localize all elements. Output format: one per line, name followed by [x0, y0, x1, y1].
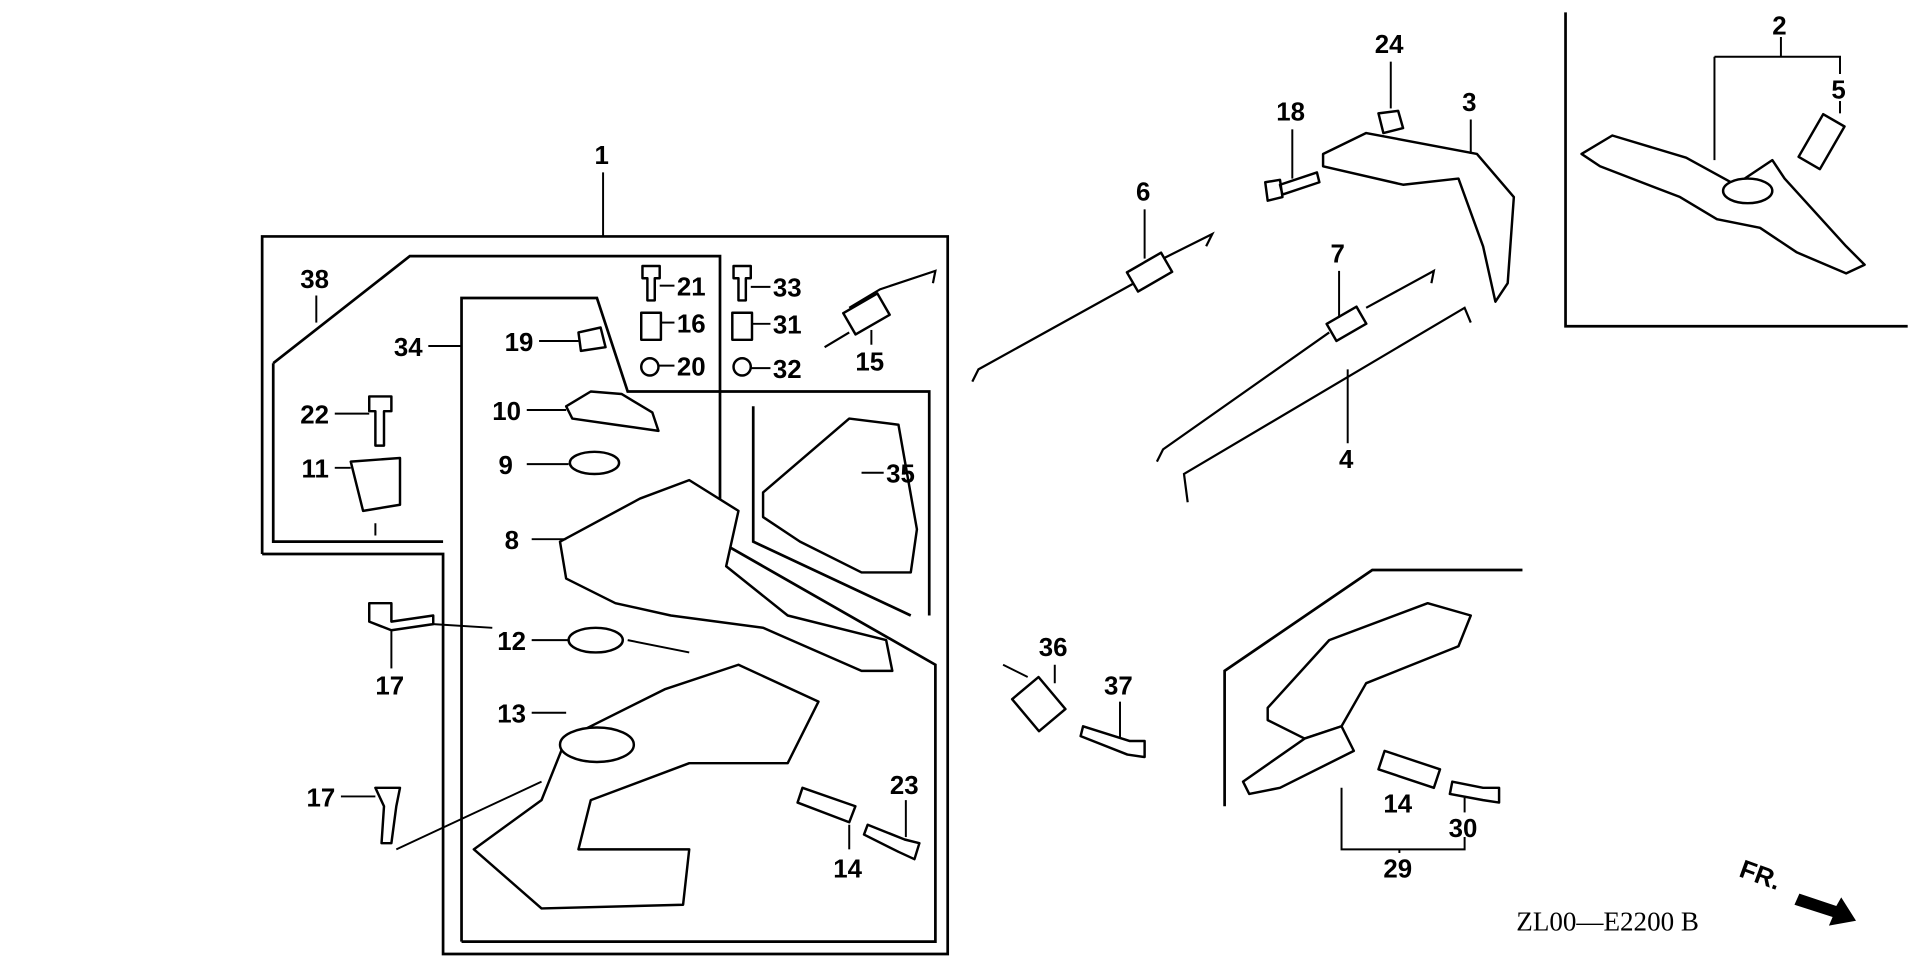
label-4: 4 — [1339, 446, 1354, 474]
label-2: 2 — [1772, 13, 1786, 41]
part-rod-4 — [1182, 306, 1472, 503]
label-8: 8 — [505, 527, 519, 555]
label-31: 31 — [773, 312, 802, 340]
part-spring-15-coil — [842, 292, 891, 336]
front-indicator: FR. — [1736, 855, 1856, 926]
part-spring-7-coil — [1325, 305, 1368, 343]
frame-38 — [272, 254, 937, 944]
part-rod-7 — [1155, 268, 1436, 463]
part-2-pivot — [1721, 177, 1774, 205]
part-clip-32 — [732, 357, 752, 377]
label-23: 23 — [890, 772, 919, 800]
part-bolt-23 — [862, 823, 921, 861]
group-labels: 1 2 3 4 5 6 7 8 9 10 11 12 13 14 14 15 1… — [300, 13, 1845, 884]
label-32: 32 — [773, 356, 802, 384]
part-collar-16 — [640, 311, 663, 342]
part-lever-2 — [1580, 134, 1866, 275]
part-lever-10 — [564, 390, 660, 433]
label-1: 1 — [594, 142, 608, 170]
label-12: 12 — [497, 628, 526, 656]
part-control-plate-8 — [558, 478, 894, 673]
part-collar-36 — [1010, 675, 1067, 733]
part-bolt-22 — [368, 395, 393, 447]
part-13-boss — [558, 726, 636, 764]
label-34: 34 — [394, 334, 423, 362]
group-parts — [349, 109, 1866, 910]
part-bolt-33 — [732, 264, 753, 302]
label-13: 13 — [497, 701, 526, 729]
label-7: 7 — [1330, 240, 1344, 268]
part-collar-31 — [731, 311, 754, 342]
part-lever-29-arm — [1241, 725, 1356, 796]
part-spring-5 — [1797, 112, 1846, 171]
label-35: 35 — [886, 461, 915, 489]
label-16: 16 — [677, 310, 706, 338]
part-clip-20 — [640, 357, 660, 377]
label-19: 19 — [505, 329, 534, 357]
part-lever-3 — [1321, 131, 1516, 303]
label-17a: 17 — [375, 672, 404, 700]
frame-1 — [260, 235, 950, 956]
part-nut-24 — [1377, 109, 1405, 135]
label-33: 33 — [773, 275, 802, 303]
label-15: 15 — [855, 349, 884, 377]
frame-inner-left — [271, 363, 444, 544]
label-5: 5 — [1831, 77, 1845, 105]
part-plate-35 — [761, 417, 919, 574]
part-nut-19 — [577, 326, 607, 353]
label-10: 10 — [492, 398, 521, 426]
label-21: 21 — [677, 273, 706, 301]
part-bolt-17a — [368, 601, 435, 632]
part-spring-14b — [1377, 749, 1442, 790]
part-spring-6-coil — [1125, 251, 1174, 293]
part-washer-12 — [567, 626, 624, 654]
label-37: 37 — [1104, 672, 1133, 700]
part-bolt-18 — [1264, 171, 1321, 202]
group-leaders — [315, 37, 1841, 854]
label-17b: 17 — [306, 784, 335, 812]
label-20: 20 — [677, 354, 706, 382]
label-36: 36 — [1039, 634, 1068, 662]
diagram-code: ZL00—E2200 B — [1516, 907, 1699, 937]
front-label: FR. — [1736, 855, 1785, 896]
label-18: 18 — [1276, 99, 1305, 127]
part-nut-11 — [349, 456, 402, 513]
label-6: 6 — [1136, 179, 1150, 207]
label-22: 22 — [300, 402, 329, 430]
frame-35 — [751, 406, 912, 617]
frame-29 — [1223, 568, 1523, 807]
part-rod-6 — [971, 231, 1215, 383]
label-11: 11 — [302, 456, 329, 484]
part-bolt-30 — [1448, 780, 1501, 804]
label-14b: 14 — [1383, 790, 1412, 818]
part-bolt-21 — [641, 264, 661, 302]
label-14a: 14 — [833, 856, 862, 884]
frame-2 — [1564, 12, 1908, 328]
label-3: 3 — [1462, 89, 1476, 117]
group-frames — [260, 12, 1908, 956]
label-30: 30 — [1449, 815, 1478, 843]
part-bolt-37 — [1079, 725, 1146, 759]
arrow-right-down-icon — [1794, 893, 1856, 926]
part-spring-15 — [824, 269, 937, 349]
part-lever-29 — [1266, 601, 1473, 740]
label-24: 24 — [1375, 31, 1404, 59]
part-bolt-17b — [374, 786, 402, 845]
label-38: 38 — [300, 266, 329, 294]
frame-34 — [460, 296, 931, 942]
part-washer-9 — [568, 450, 621, 476]
part-spring-14a — [796, 786, 857, 824]
label-29: 29 — [1383, 856, 1412, 884]
label-9: 9 — [498, 452, 512, 480]
